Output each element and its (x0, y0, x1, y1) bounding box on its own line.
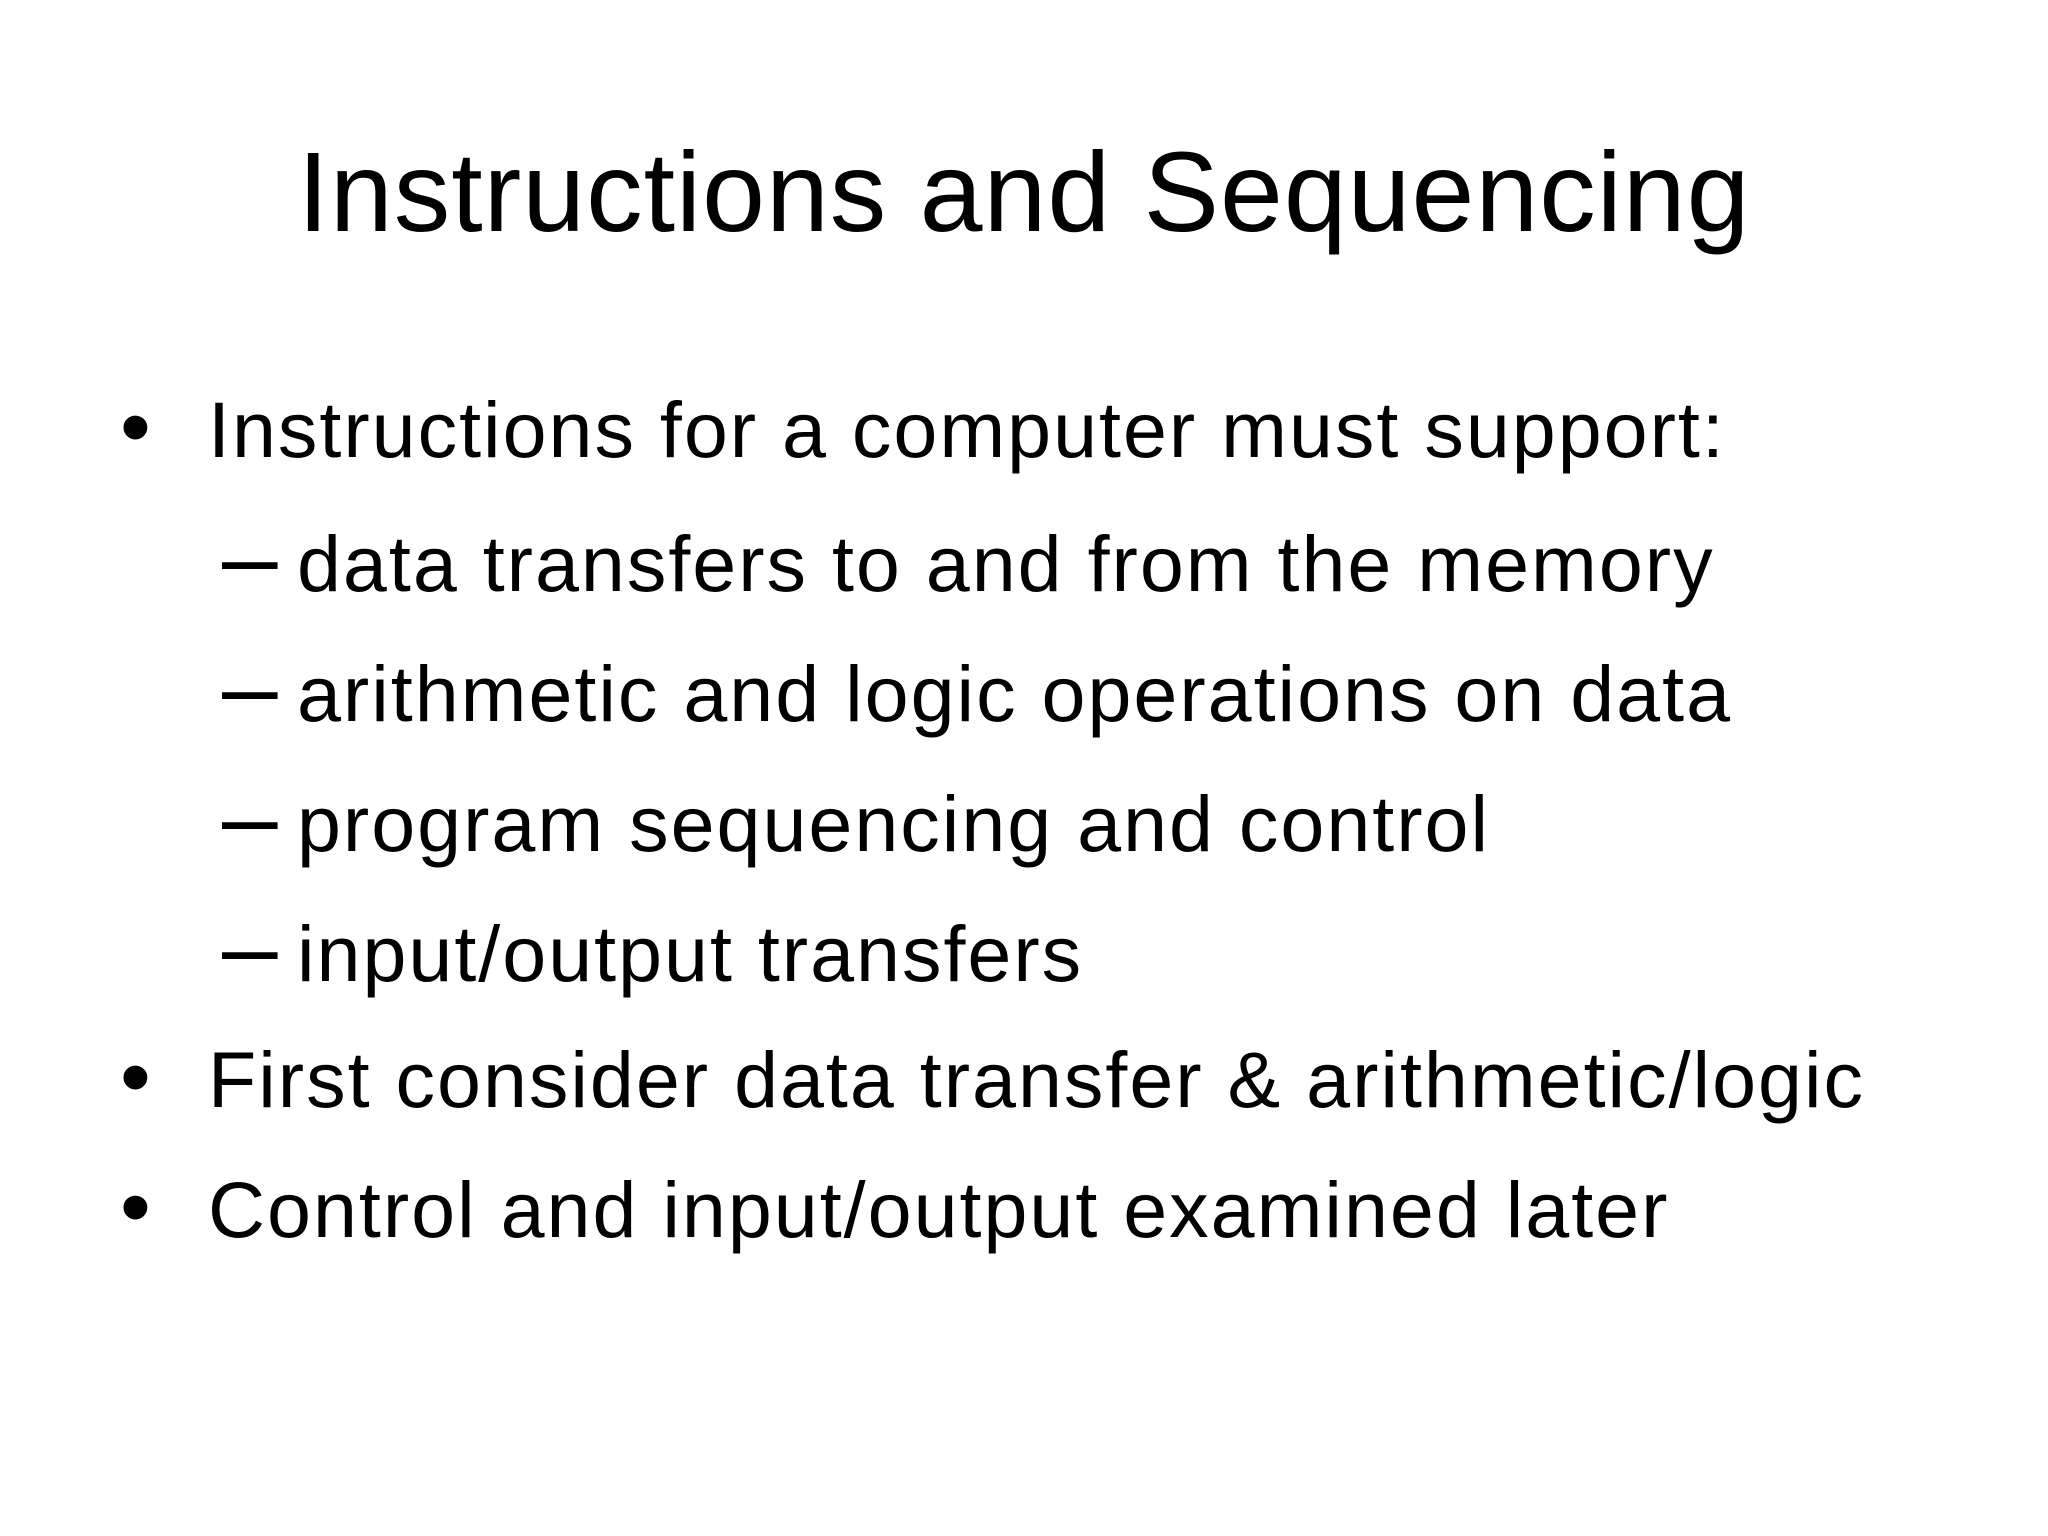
bullet-text: Instructions for a computer must support… (208, 385, 1726, 474)
bullet-item: • First consider data transfer & arithme… (0, 1012, 2048, 1142)
bullet-item: • Instructions for a computer must suppo… (0, 362, 2048, 492)
sub-bullet-text: arithmetic and logic operations on data (297, 649, 1733, 738)
bullet-dot-icon: • (120, 1027, 151, 1126)
bullet-text: Control and input/output examined later (208, 1165, 1670, 1254)
sub-bullet-text: data transfers to and from the memory (297, 519, 1715, 608)
bullet-dot-icon: • (120, 1157, 151, 1256)
sub-bullet-item: – input/output transfers (0, 882, 2048, 1012)
sub-bullet-item: – arithmetic and logic operations on dat… (0, 622, 2048, 752)
dash-bullet-icon: – (222, 891, 278, 1003)
bullet-dot-icon: • (120, 377, 151, 476)
slide-title: Instructions and Sequencing (297, 129, 1751, 255)
sub-bullet-text: input/output transfers (297, 909, 1084, 998)
bullet-text: First consider data transfer & arithmeti… (208, 1035, 1866, 1124)
sub-bullet-item: – data transfers to and from the memory (0, 492, 2048, 622)
slide-body: • Instructions for a computer must suppo… (0, 362, 2048, 1272)
sub-bullet-item: – program sequencing and control (0, 752, 2048, 882)
sub-bullet-text: program sequencing and control (297, 779, 1491, 868)
dash-bullet-icon: – (222, 761, 278, 873)
dash-bullet-icon: – (222, 501, 278, 613)
bullet-item: • Control and input/output examined late… (0, 1142, 2048, 1272)
dash-bullet-icon: – (222, 631, 278, 743)
